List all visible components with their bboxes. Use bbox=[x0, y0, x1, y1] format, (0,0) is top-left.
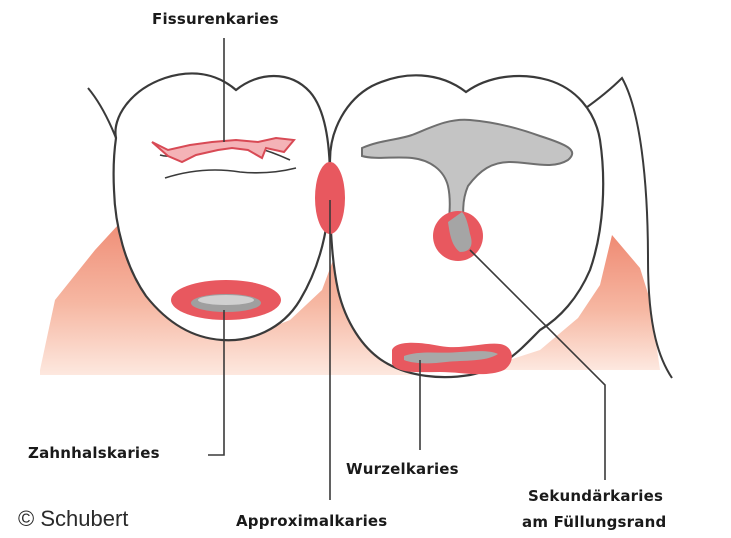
label-secondary-caries-line2: am Füllungsrand bbox=[522, 513, 666, 531]
label-secondary-caries: Sekundärkaries bbox=[528, 487, 663, 505]
label-neck-caries: Zahnhalskaries bbox=[28, 444, 160, 462]
copyright-text: © Schubert bbox=[18, 506, 128, 532]
label-root-caries: Wurzelkaries bbox=[346, 460, 459, 478]
label-approximal-caries: Approximalkaries bbox=[236, 512, 387, 530]
neighbor-tooth-left bbox=[88, 88, 116, 138]
label-fissure-caries: Fissurenkaries bbox=[152, 10, 279, 28]
